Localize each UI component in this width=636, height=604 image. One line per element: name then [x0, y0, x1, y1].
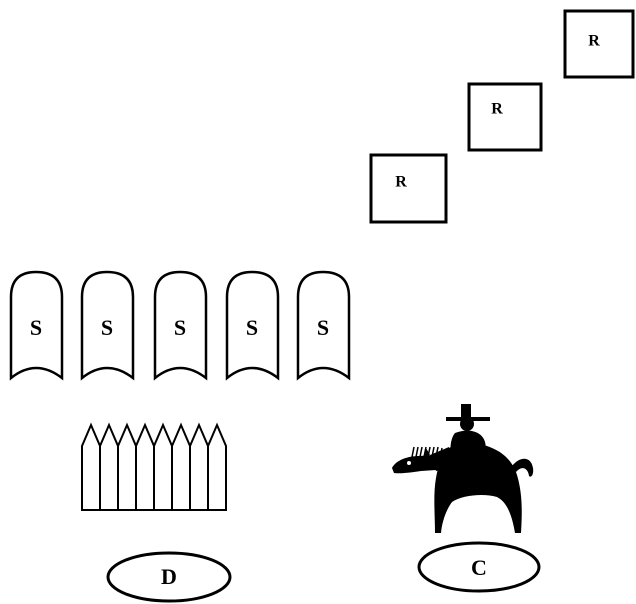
- s-tile-label: S: [101, 315, 113, 340]
- horse-rider-icon: [392, 404, 533, 533]
- s-tile-label: S: [174, 315, 186, 340]
- r-box: R: [565, 11, 633, 77]
- picket-fence-icon: [82, 425, 226, 510]
- s-tile: S: [298, 272, 349, 378]
- s-tile-label: S: [317, 315, 329, 340]
- r-box: R: [371, 155, 446, 222]
- r-box-label: R: [395, 174, 407, 191]
- s-tile: S: [82, 272, 133, 378]
- r-box-label: R: [491, 101, 503, 118]
- r-box: R: [469, 84, 541, 150]
- s-tile-label: S: [246, 315, 258, 340]
- s-tile: S: [227, 272, 278, 378]
- ellipse-c: C: [419, 543, 539, 591]
- ellipse-d: D: [108, 553, 230, 601]
- s-tile: S: [11, 272, 62, 378]
- ellipse-c-label: C: [471, 555, 487, 580]
- ellipse-d-label: D: [161, 564, 177, 589]
- s-tile: S: [155, 272, 206, 378]
- s-tile-label: S: [30, 315, 42, 340]
- r-box-label: R: [588, 33, 600, 50]
